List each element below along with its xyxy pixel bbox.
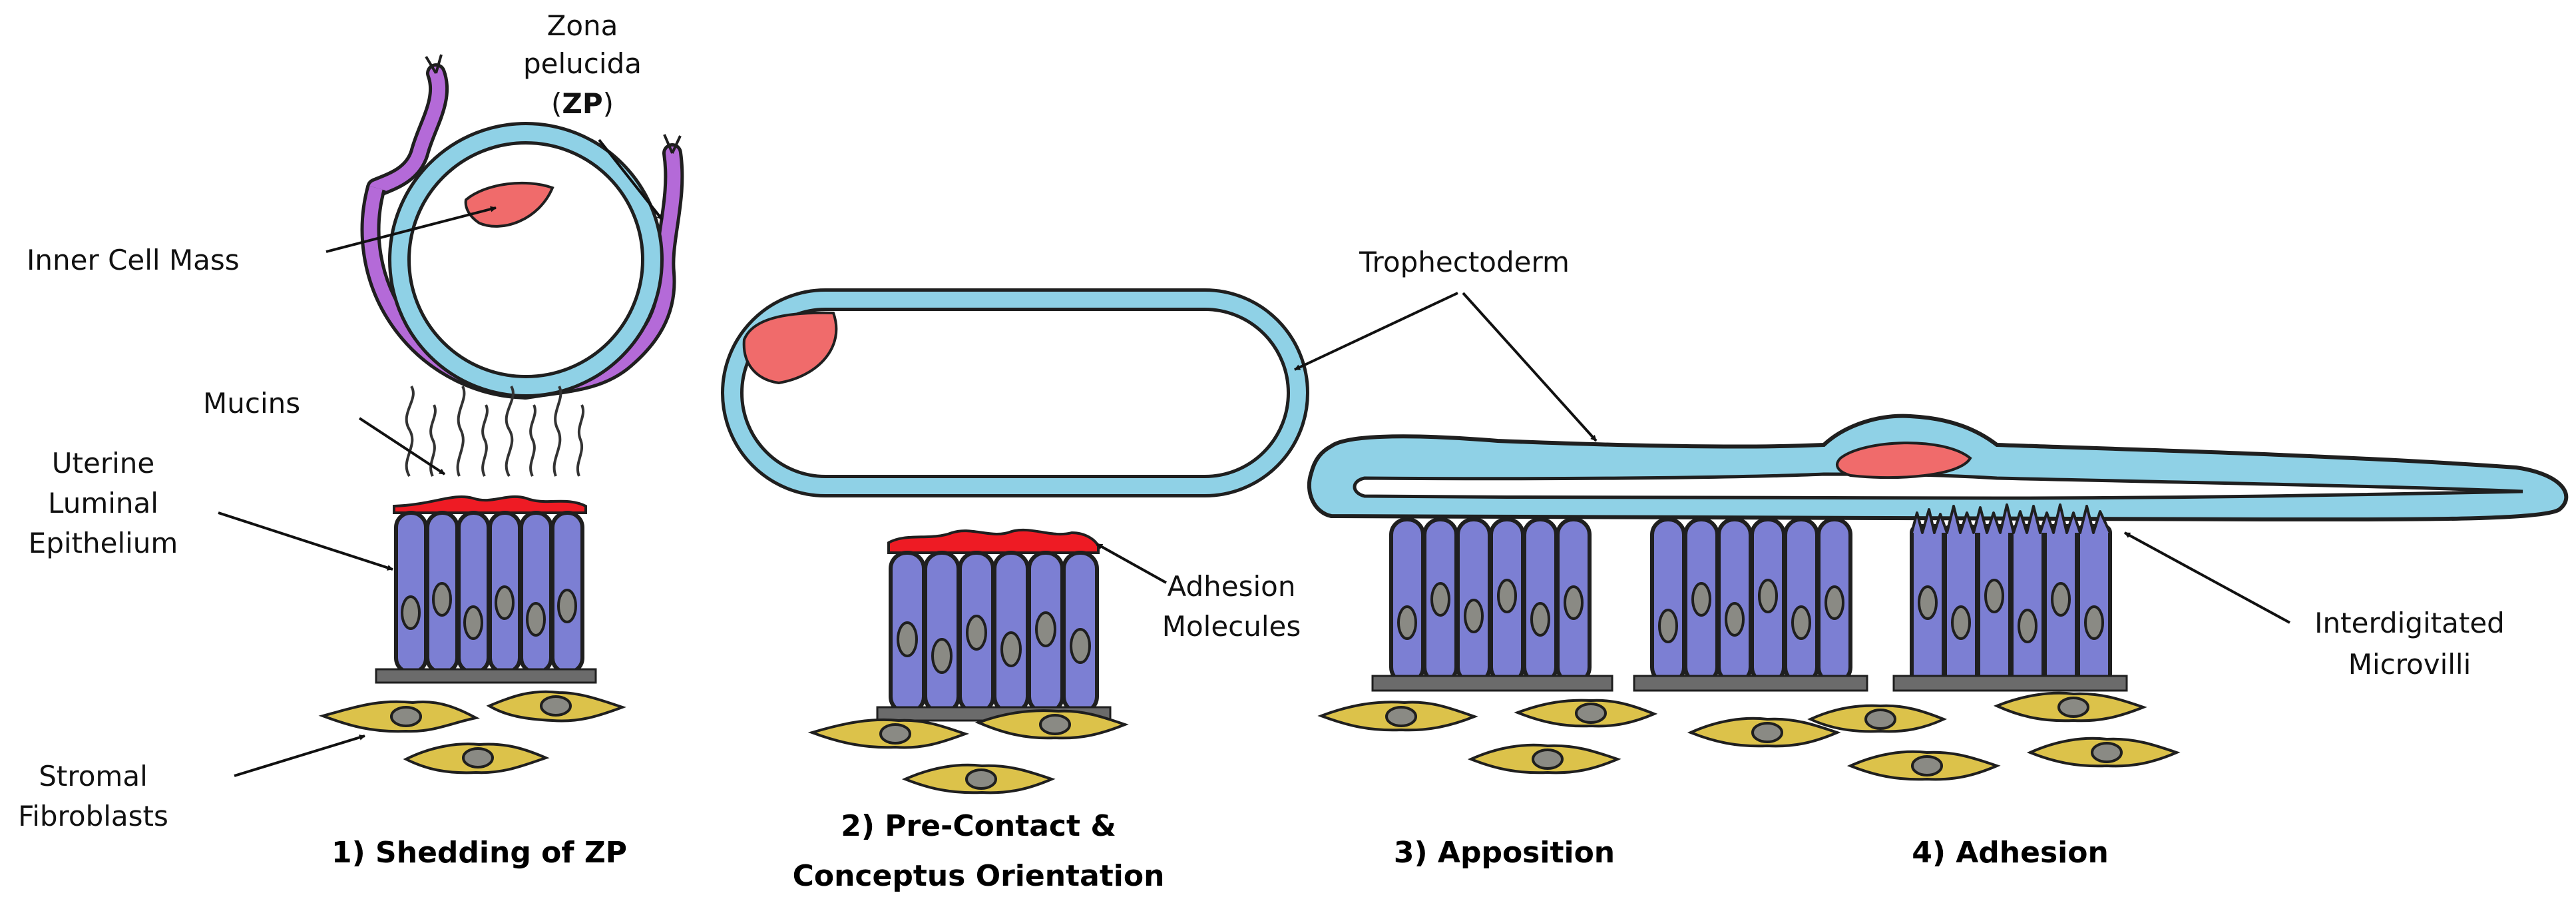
label-uterine-line2: Luminal (48, 487, 158, 519)
inner-cell-mass (1836, 442, 1972, 479)
label-uterine-line3: Epithelium (29, 527, 178, 559)
label-trophectoderm: Trophectoderm (1359, 246, 1570, 278)
label-zona-line2: pelucida (523, 47, 642, 80)
stage2-conceptus (721, 288, 1309, 497)
label-uterine-line1: Uterine (52, 447, 154, 479)
stage3-epithelium (1371, 517, 1613, 692)
label-stromal-line2: Fibroblasts (18, 800, 168, 832)
label-adhesion-line2: Molecules (1162, 610, 1301, 643)
inner-cell-mass (464, 181, 554, 228)
caption-stage3: 3) Apposition (1394, 836, 1615, 870)
stage2-epithelium (876, 528, 1112, 722)
caption-stage4: 4) Adhesion (1912, 836, 2109, 870)
label-adhesion-line1: Adhesion (1168, 570, 1296, 603)
inner-cell-mass (742, 311, 838, 385)
elongated-conceptus (1307, 414, 2569, 522)
stage1-blastocyst (360, 54, 684, 400)
label-microvilli-line1: Interdigitated (2314, 607, 2505, 639)
label-microvilli-line2: Microvilli (2348, 648, 2471, 681)
caption-stage1: 1) Shedding of ZP (331, 836, 627, 870)
stage3b-epithelium (1633, 517, 1868, 692)
stage3-4-stroma (1317, 691, 2181, 781)
annotation-arrows (218, 139, 2290, 777)
label-zona-line1: Zona (547, 9, 618, 42)
label-zona-abbr: (ZP) (551, 87, 614, 120)
stage1-epithelium (375, 385, 597, 684)
stage4-epithelium (1892, 503, 2128, 692)
label-inner-cell-mass: Inner Cell Mass (27, 244, 240, 276)
stage2-stroma (807, 709, 1129, 794)
caption-stage2-line1: 2) Pre-Contact & (841, 809, 1116, 843)
label-stromal-line1: Stromal (39, 760, 148, 792)
microvilli (1910, 503, 2111, 534)
label-mucins: Mucins (203, 387, 300, 420)
stage1-stroma (318, 690, 626, 774)
caption-stage2-line2: Conceptus Orientation (793, 859, 1165, 893)
